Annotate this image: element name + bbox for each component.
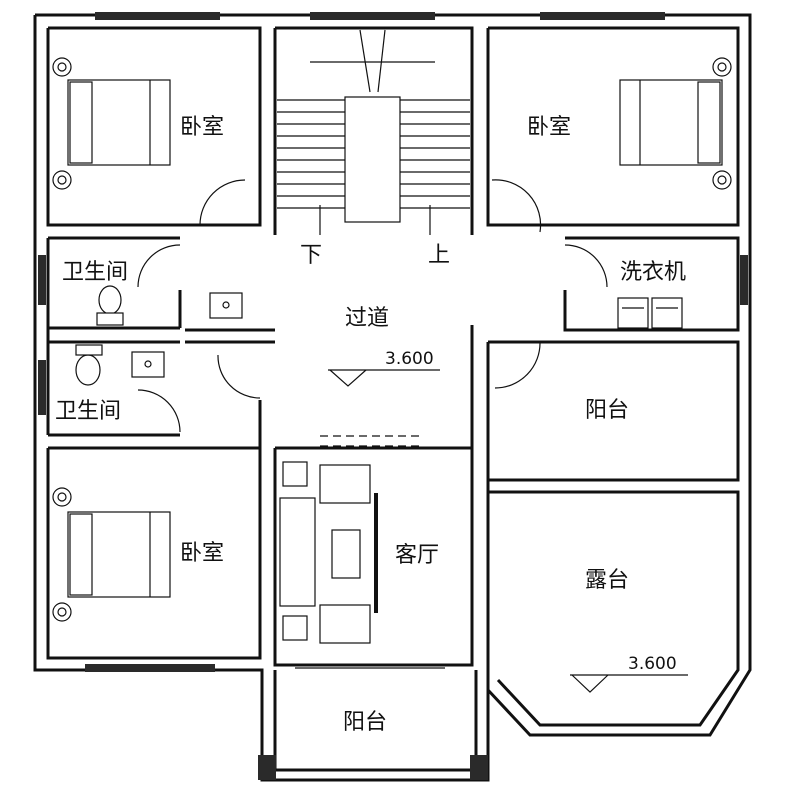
room-labels: 卧室 卧室 卧室 卫生间 卫生间 洗衣机 过道 阳台 露台 客厅 阳台 下 上 (55, 115, 686, 735)
bed-bottom-left (52, 487, 171, 622)
label-laundry: 洗衣机 (620, 260, 686, 285)
label-bath-upper: 卫生间 (62, 260, 128, 285)
bed-top-left (52, 57, 171, 190)
label-bedroom-bottom-left: 卧室 (180, 541, 224, 566)
bed-top-right (619, 57, 732, 190)
label-terrace: 露台 (585, 568, 629, 593)
label-stair-up: 上 (428, 243, 450, 268)
doors (137, 179, 608, 433)
elevation-corridor: 3.600 (385, 349, 434, 369)
washing-machines (617, 297, 683, 329)
elevation-marker-terrace: 3.600 (570, 654, 688, 693)
living-furniture (279, 461, 378, 644)
label-corridor: 过道 (345, 306, 389, 331)
label-balcony-right: 阳台 (585, 398, 629, 423)
outer-walls (33, 13, 752, 782)
label-bedroom-top-right: 卧室 (527, 115, 571, 140)
staircase (277, 29, 470, 235)
label-bath-lower: 卫生间 (55, 399, 121, 424)
elevation-terrace: 3.600 (628, 654, 677, 674)
label-stair-down: 下 (300, 243, 322, 268)
label-living: 客厅 (395, 543, 439, 568)
label-bedroom-top-left: 卧室 (180, 115, 224, 140)
elevation-marker-corridor: 3.600 (328, 349, 440, 387)
windows (38, 12, 748, 780)
bath-fixtures (75, 285, 243, 386)
label-balcony-bottom: 阳台 (343, 710, 387, 735)
